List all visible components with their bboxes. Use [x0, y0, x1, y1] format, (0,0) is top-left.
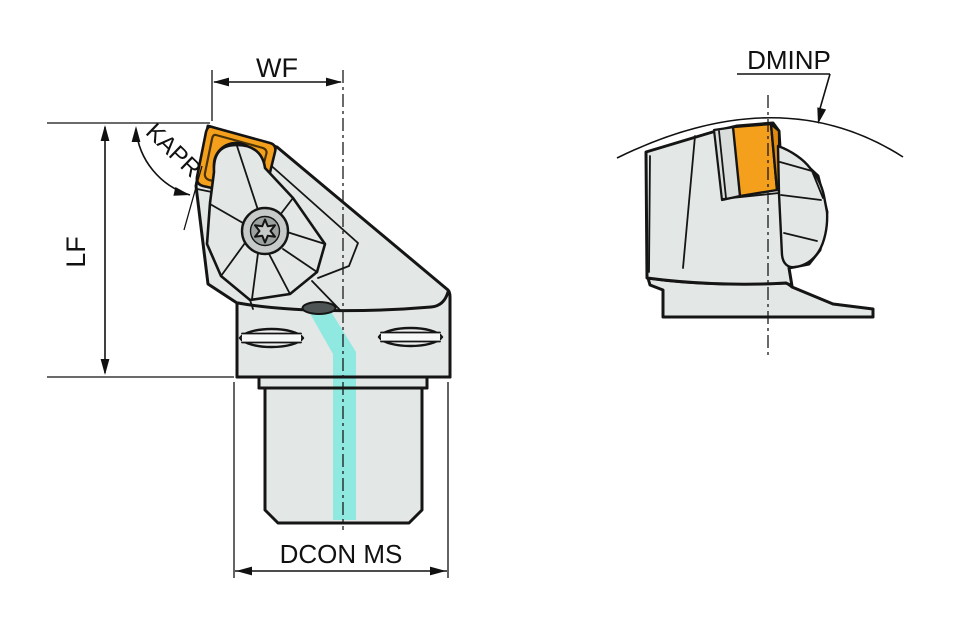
- dimension-wf: WF: [211, 53, 342, 121]
- side-head-facets: [648, 135, 696, 273]
- pocket-drop-lines: [249, 280, 341, 311]
- front-view: WF LF KAPR DCON MS: [47, 53, 452, 578]
- dimension-dcon: DCON MS: [233, 382, 449, 578]
- body-top-edge: [236, 290, 450, 313]
- dminp-label: DMINP: [747, 45, 831, 75]
- dimension-kapr: KAPR: [131, 118, 206, 231]
- coolant-port: [301, 301, 337, 315]
- lf-label: LF: [61, 236, 91, 268]
- clamp-side: [776, 144, 829, 269]
- right-screw-slot: [377, 326, 444, 348]
- pocket-edge: [265, 160, 359, 279]
- dimension-lf: LF: [47, 122, 234, 378]
- dimension-dminp: DMINP: [737, 45, 831, 124]
- insert-side: [731, 122, 782, 198]
- dminp-arc: [616, 116, 904, 159]
- dcon-label: DCON MS: [280, 539, 403, 569]
- left-screw-slot: [238, 327, 305, 349]
- torx-screw-icon: [240, 206, 290, 256]
- clamp-facet-lines: [209, 145, 326, 300]
- side-view: DMINP: [616, 45, 904, 358]
- wf-label: WF: [256, 53, 298, 83]
- coolant-channel: [308, 310, 356, 520]
- kapr-label: KAPR: [140, 118, 206, 183]
- clamp-side-facets: [779, 161, 824, 242]
